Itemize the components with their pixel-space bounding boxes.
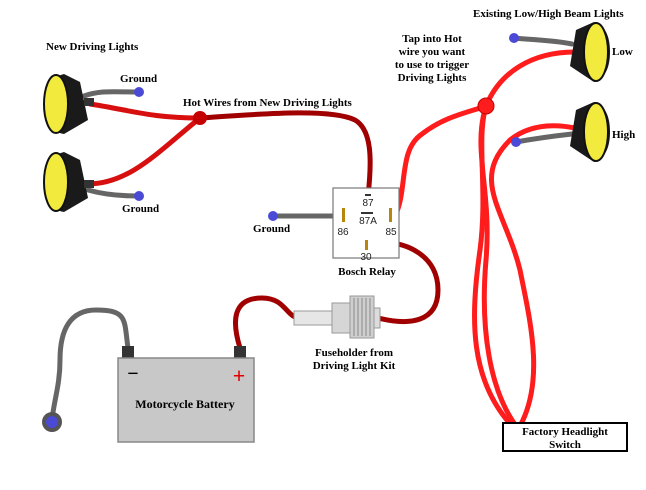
relay-pin-85-label: 85 <box>385 227 397 238</box>
upper-light-ground-wire <box>81 89 141 99</box>
relay-pin-87a-label: 87A <box>359 216 377 227</box>
lamp-lens <box>583 102 609 162</box>
battery-label: Motorcycle Battery <box>135 397 234 411</box>
relay-pin-86-blade <box>342 208 345 222</box>
hot-wire-splice-icon <box>193 111 207 125</box>
tap-label-line2: wire you want <box>399 46 466 58</box>
high-beam-label: High <box>612 129 635 141</box>
hot-wire-lower-light <box>85 115 203 187</box>
battery-negative-wire <box>49 307 131 423</box>
switch-label-line1: Factory Headlight <box>522 426 608 438</box>
factory-headlight-switch: Factory Headlight Switch <box>502 422 628 452</box>
motorcycle-battery: − + Motorcycle Battery <box>117 346 255 443</box>
lamp-lens <box>583 22 609 82</box>
relay-85-trigger-wire <box>392 103 489 219</box>
relay-body <box>332 187 400 259</box>
relay-pin-30-label: 30 <box>360 252 372 263</box>
bosch-relay: 87 87A 86 85 30 <box>332 187 400 263</box>
lower-light-ground-wire <box>85 187 141 199</box>
existing-high-beam-light <box>570 102 610 162</box>
fuseholder-body <box>293 310 333 326</box>
switch-label-line2: Switch <box>549 439 581 451</box>
tap-label-line1: Tap into Hot <box>402 33 462 45</box>
hot-wire-upper-light <box>87 101 203 121</box>
existing-low-beam-light <box>570 22 610 82</box>
battery-body <box>117 357 255 443</box>
new-driving-lights-label: New Driving Lights <box>46 41 139 53</box>
relay-pin-87a-blade <box>361 212 373 214</box>
ground-terminal-icon <box>509 33 519 43</box>
ground-label-relay: Ground <box>253 223 290 235</box>
battery-positive-post <box>234 346 246 358</box>
ground-label-lower: Ground <box>122 203 159 215</box>
relay-pin-86-label: 86 <box>337 227 349 238</box>
ground-terminal-icon <box>268 211 278 221</box>
tap-label-line3: to use to trigger <box>395 59 469 71</box>
switch-to-tap-wire <box>472 103 515 429</box>
battery-negative-post <box>122 346 134 358</box>
low-beam-label: Low <box>612 46 633 58</box>
switch-to-high-beam-wire <box>489 123 578 429</box>
tap-splice-icon <box>477 97 495 115</box>
relay-pin-30-blade <box>365 240 368 250</box>
ground-label-upper: Ground <box>120 73 157 85</box>
relay-pin-87-label: 87 <box>362 198 374 209</box>
existing-lights-label: Existing Low/High Beam Lights <box>473 8 624 20</box>
fuseholder-label-line2: Driving Light Kit <box>313 360 396 372</box>
lamp-lens <box>43 152 69 212</box>
lamp-mount <box>84 180 94 188</box>
hot-wires-label: Hot Wires from New Driving Lights <box>183 97 352 109</box>
ground-terminal-icon <box>46 416 58 428</box>
tap-label-line4: Driving Lights <box>398 72 467 84</box>
switch-box <box>502 422 628 452</box>
battery-positive-symbol: + <box>233 363 246 388</box>
fuseholder-label-line1: Fuseholder from <box>315 347 393 359</box>
relay-pin-87-blade <box>365 194 371 196</box>
ground-terminal-icon <box>511 137 521 147</box>
ground-terminal-icon <box>134 191 144 201</box>
fuse-to-relay-30-wire <box>369 239 441 325</box>
fuseholder-end <box>373 307 381 329</box>
ground-terminal-icon <box>134 87 144 97</box>
battery-negative-symbol: − <box>127 363 138 385</box>
bosch-relay-label: Bosch Relay <box>338 266 396 278</box>
relay-pin-85-blade <box>389 208 392 222</box>
fuseholder <box>293 295 381 339</box>
fuseholder-collar <box>331 302 351 334</box>
high-beam-ground-wire <box>513 131 575 145</box>
new-driving-light-upper <box>43 74 94 134</box>
lamp-mount <box>84 98 94 106</box>
low-beam-ground-wire <box>511 35 575 47</box>
new-driving-light-lower <box>43 152 94 212</box>
battery-positive-wire <box>233 295 303 351</box>
lamp-lens <box>43 74 69 134</box>
hot-wire-to-relay-87 <box>197 110 373 199</box>
switch-to-low-beam-wire <box>478 49 578 429</box>
battery-ground-terminal <box>42 412 62 432</box>
